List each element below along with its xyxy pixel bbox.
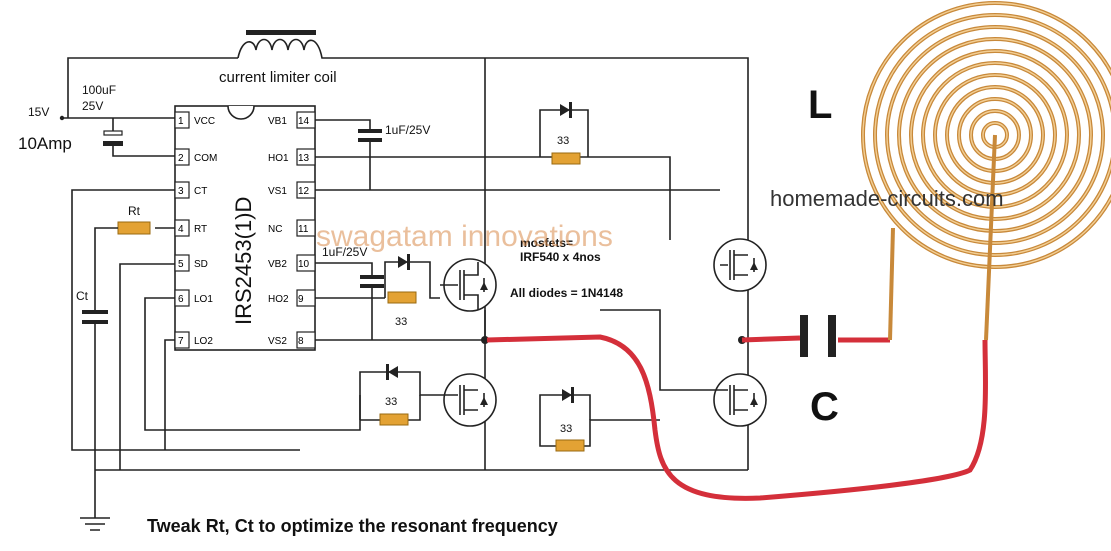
ic-pin-name: CT (194, 186, 207, 197)
coil-turn-highlight (934, 74, 1056, 196)
ic-pin-5: 5 SD (174, 254, 208, 272)
ic-pin-13: 13 HO1 (268, 148, 316, 166)
input-cap-voltage: 25V (82, 99, 103, 113)
ic-pin-name: VCC (194, 116, 215, 127)
ic-pin-name: VS1 (268, 186, 287, 197)
mosfet-q2 (713, 238, 767, 292)
ic-pin-number: 12 (298, 186, 310, 197)
coil-turn-highlight (910, 50, 1080, 220)
cap-mid-label: 1uF/25V (322, 245, 367, 259)
ic-pin-2: 2 COM (174, 148, 217, 166)
ic-pin-number: 8 (298, 336, 304, 347)
ic-pin-number: 7 (178, 336, 184, 347)
mosfets (440, 238, 767, 427)
supply-voltage-label: 15V (28, 105, 49, 119)
resonant-wiring (486, 315, 989, 501)
ic-pin-9: 9 HO2 (268, 289, 316, 307)
capacitor-label: C (810, 385, 839, 429)
diode-label: All diodes = 1N4148 (510, 286, 623, 300)
coil-turn-highlight (946, 86, 1044, 184)
resistor-rt (117, 221, 151, 235)
mosfet-q4 (695, 373, 767, 427)
ground-symbol (80, 500, 110, 531)
current-limiter-coil: current limiter coil (219, 30, 340, 86)
ic-pin-number: 5 (178, 259, 184, 270)
ic-pin-14: 14 VB1 (268, 111, 316, 129)
ic-pin-10: 10 VB2 (268, 254, 316, 272)
resistor-2 (387, 291, 417, 304)
coil-turn-highlight (874, 14, 1111, 256)
resistor-3 (379, 413, 409, 426)
resistor-1-label: 33 (557, 135, 569, 147)
supply-input: 15V 10Amp (18, 105, 175, 153)
ic-pin-number: 13 (298, 153, 310, 164)
ic-pin-name: LO2 (194, 336, 213, 347)
ic-pin-number: 1 (178, 116, 184, 127)
ic-pin-number: 4 (178, 224, 184, 235)
supply-current-label: 10Amp (18, 134, 72, 153)
ic-pin-number: 6 (178, 294, 184, 305)
ic-pin-name: SD (194, 259, 208, 270)
ic-pin-number: 2 (178, 153, 184, 164)
website-label: homemade-circuits.com (770, 186, 1004, 211)
ic-pin-name: VB1 (268, 116, 287, 127)
coil-turn-highlight (922, 62, 1068, 208)
ic-pin-number: 10 (298, 259, 310, 270)
ic-pin-name: VB2 (268, 259, 287, 270)
ct-label: Ct (76, 289, 89, 303)
mosfet-label: mosfets= (520, 236, 573, 250)
mosfet-q1 (440, 258, 497, 340)
resistor-3-label: 33 (385, 396, 397, 408)
input-cap-value: 100uF (82, 83, 116, 97)
ic-pin-number: 3 (178, 186, 184, 197)
resistor-1 (551, 152, 581, 165)
ic-pin-1: 1 VCC (174, 111, 215, 129)
ic-pin-number: 11 (298, 224, 309, 235)
right-wiring: 1uF/25V 1uF/25V (315, 119, 720, 391)
gate-networks: 33 33 33 33 (359, 102, 660, 452)
resistor-4-label: 33 (560, 423, 572, 435)
inductor-label: L (808, 83, 832, 127)
coil-turn-highlight (862, 2, 1111, 268)
ic-part-number: IRS2453(1)D (231, 197, 256, 325)
caption: Tweak Rt, Ct to optimize the resonant fr… (147, 516, 558, 536)
ic-pin-name: HO1 (268, 153, 289, 164)
resistor-2-label: 33 (395, 316, 407, 328)
ic-pin-name: LO1 (194, 294, 213, 305)
ic-pin-name: COM (194, 153, 217, 164)
ic-pin-name: NC (268, 224, 282, 235)
ic-pin-number: 14 (298, 116, 310, 127)
ic-pin-name: RT (194, 224, 207, 235)
ic-pin-name: HO2 (268, 294, 289, 305)
mosfet-q3 (440, 373, 497, 427)
resistor-4 (555, 439, 585, 452)
ic-chip: IRS2453(1)D 1 VCC 2 COM 3 CT 4 RT 5 SD 6 LO1 7 LO2 14… (174, 105, 316, 351)
rt-label: Rt (128, 204, 141, 218)
cap-top-label: 1uF/25V (385, 123, 430, 137)
mosfet-part-label: IRF540 x 4nos (520, 250, 601, 264)
input-capacitor: 100uF 25V (82, 83, 175, 157)
ic-pin-11: 11 NC (268, 219, 316, 237)
coil-turn-highlight (886, 26, 1104, 244)
work-coil-spiral (861, 1, 1111, 341)
ic-pin-6: 6 LO1 (174, 289, 213, 307)
watermark: swagatam innovations (316, 220, 613, 253)
ic-pin-number: 9 (298, 294, 304, 305)
coil-turn-highlight (898, 38, 1092, 232)
coil-label: current limiter coil (219, 69, 337, 86)
ic-pin-name: VS2 (268, 336, 287, 347)
